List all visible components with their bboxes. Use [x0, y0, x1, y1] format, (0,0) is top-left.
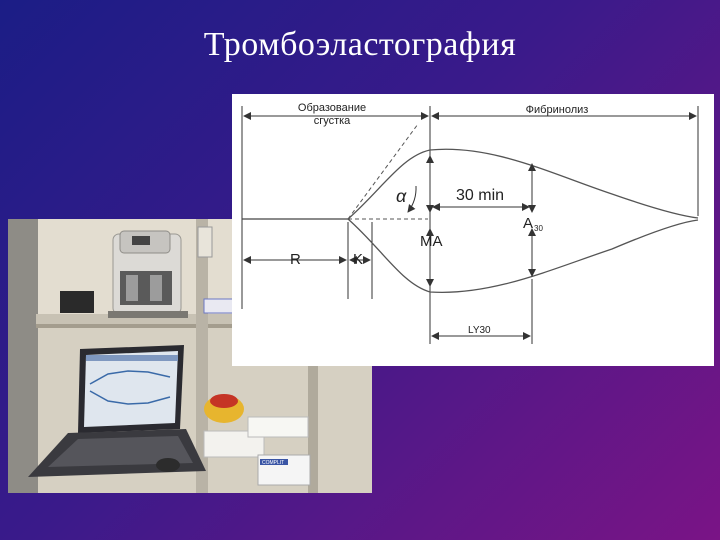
label-alpha: α: [396, 186, 407, 206]
label-r: R: [290, 251, 301, 268]
label-a30-sub: 30: [534, 224, 543, 233]
label-fibrinolysis: Фибринолиз: [526, 104, 589, 116]
label-30-min: 30 min: [456, 187, 504, 204]
label-a30: A: [523, 215, 533, 232]
box-label: COMPLIT: [262, 460, 284, 466]
label-ly30: LY30: [468, 325, 491, 336]
teg-diagram: Образование сгустка Фибринолиз α 30 min …: [232, 94, 714, 366]
label-clot-formation-line2: сгустка: [314, 115, 351, 127]
label-clot-formation-line1: Образование: [298, 102, 366, 114]
label-ma: MA: [420, 233, 443, 250]
label-k: K: [353, 251, 363, 268]
slide-title: Тромбоэластография: [203, 26, 517, 63]
